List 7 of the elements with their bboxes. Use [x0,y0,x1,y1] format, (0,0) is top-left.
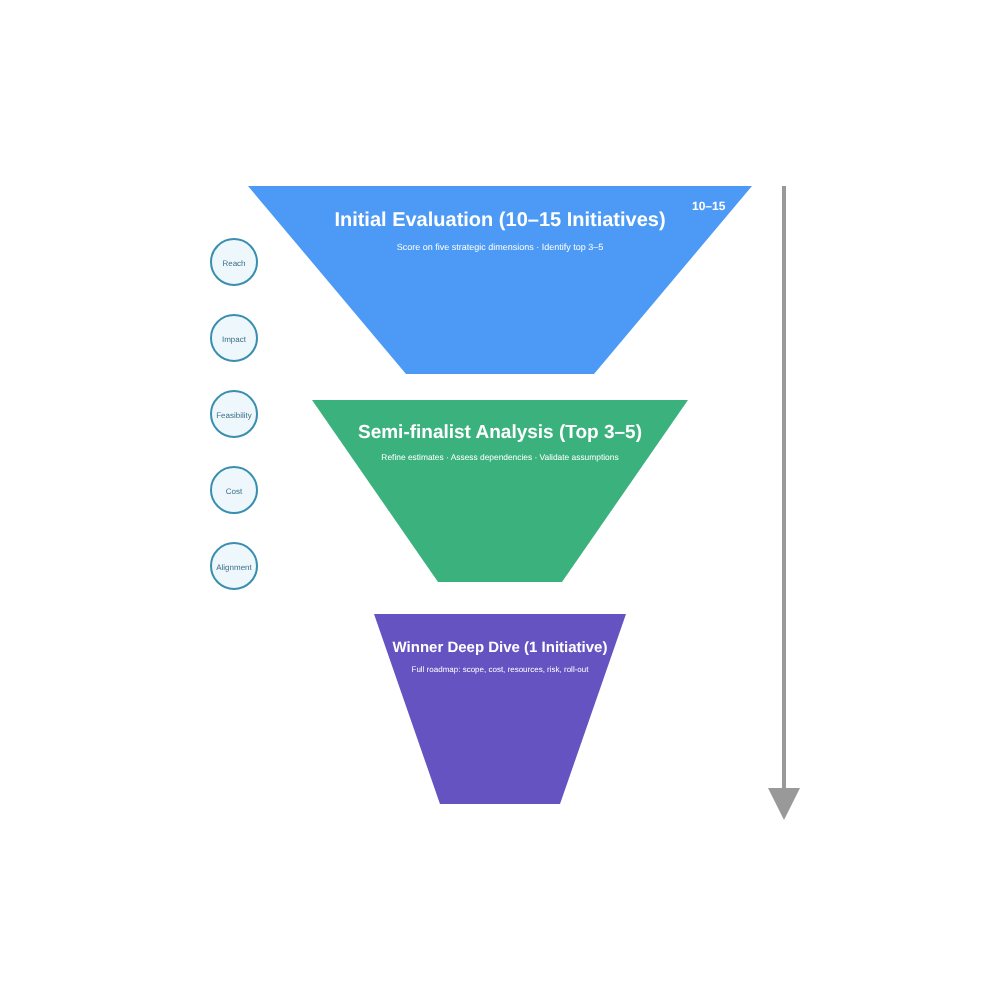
stage-title: Initial Evaluation (10–15 Initiatives) [332,210,668,232]
stage-title: Semi-finalist Analysis (Top 3–5) [355,422,644,444]
criterion-circle [210,238,258,286]
criterion-circle [210,390,258,438]
criterion-circle [210,466,258,514]
criterion-circle [210,542,258,590]
criterion-circle [210,314,258,362]
